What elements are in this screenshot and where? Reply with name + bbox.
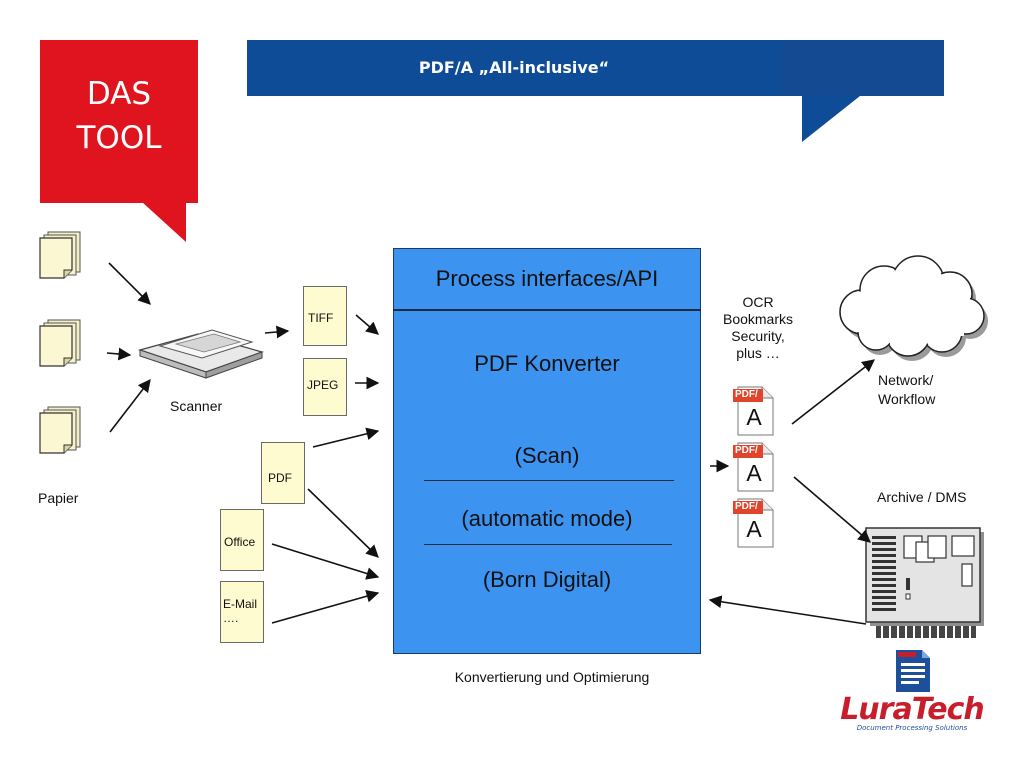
arrow-paper-to-scanner [106, 347, 132, 361]
mode-divider [424, 480, 674, 481]
paper-label: Papier [38, 490, 79, 506]
format-tiff-label: TIFF [308, 311, 334, 325]
format-jpeg: JPEG [303, 358, 347, 416]
callout-box [40, 40, 198, 203]
pdfa-document: PDF/ A [733, 386, 775, 436]
archive-label: Archive / DMS [877, 489, 967, 505]
format-office: Office [220, 509, 264, 571]
feature-bookmarks: Bookmarks [722, 311, 794, 327]
arrow-pdf-to-converter [307, 488, 379, 558]
callout-text: DAS TOOL [40, 72, 198, 160]
paper-stack-icon [39, 231, 81, 279]
arrow-archive-to-converter [708, 595, 867, 625]
luratech-tagline: Document Processing Solutions [856, 724, 968, 732]
format-pdf: PDF [261, 442, 305, 504]
scanner-icon [137, 329, 264, 379]
cloud-icon [839, 255, 988, 361]
pdfa-letter: A [746, 516, 762, 542]
pdfa-document: PDF/ A [733, 498, 775, 548]
pdfa-document-icon [733, 386, 774, 436]
arrow-paper-to-scanner [109, 378, 151, 433]
luratech-logo-icon [896, 650, 930, 692]
mode-automatic: (automatic mode) [461, 506, 633, 531]
converter-header-divider [393, 309, 701, 311]
arrow-pdfa-to-network [791, 359, 876, 425]
arrow-tiff-to-converter [355, 314, 379, 335]
format-pdf-label: PDF [268, 471, 292, 485]
format-email-label: E-Mail [223, 597, 258, 611]
pdfa-document-icon [733, 442, 774, 492]
pdfa-badge: PDF/ [735, 389, 758, 400]
converter-header: Process interfaces/API [435, 266, 659, 291]
callout-line-2: TOOL [76, 120, 162, 156]
network-label-line-2: Workflow [878, 391, 936, 407]
arrow-email-to-converter [271, 589, 380, 624]
format-email-more: …. [223, 611, 239, 625]
pdfa-document-icon [733, 498, 774, 548]
pdfa-badge: PDF/ [735, 445, 758, 456]
archive-server-icon [865, 527, 984, 638]
converter-caption: Konvertierung und Optimierung [454, 669, 650, 685]
arrow-pdf-to-converter [312, 427, 380, 448]
pdfa-letter: A [746, 404, 762, 430]
pdfa-letter: A [746, 460, 762, 486]
paper-stack-icon [39, 319, 81, 367]
callout-line-1: DAS [86, 76, 152, 112]
network-label-line-1: Network/ [878, 372, 934, 388]
mode-divider [424, 544, 672, 545]
pdfa-badge: PDF/ [735, 501, 758, 512]
format-office-label: Office [224, 535, 256, 549]
pdfa-document: PDF/ A [733, 442, 775, 492]
arrow-paper-to-scanner [108, 262, 151, 305]
arrow-office-to-converter [271, 543, 380, 580]
arrow-scanner-to-tiff [264, 325, 290, 339]
paper-stack-icon [39, 406, 81, 454]
callout-tail [142, 202, 186, 242]
scanner-label: Scanner [170, 398, 223, 414]
format-jpeg-label: JPEG [307, 378, 339, 392]
feature-ocr: OCR [742, 294, 774, 310]
feature-security: Security, [731, 328, 785, 344]
banner-tail [802, 96, 860, 142]
luratech-logo: LuraTech [840, 692, 985, 727]
feature-list: OCR Bookmarks Security, plus … [700, 294, 816, 362]
converter-title: PDF Konverter [474, 351, 620, 376]
arrow-pdfa-to-archive [793, 476, 871, 543]
converter-box [393, 248, 701, 654]
page-title: PDF/A „All-inclusive“ [418, 58, 610, 77]
feature-plus: plus … [736, 345, 780, 361]
format-tiff: TIFF [303, 286, 347, 346]
mode-born-digital: (Born Digital) [482, 567, 612, 592]
mode-scan: (Scan) [514, 443, 580, 468]
network-label: Network/ Workflow [878, 371, 935, 409]
format-email: E-Mail …. [220, 581, 264, 643]
banner-tab [782, 40, 944, 96]
